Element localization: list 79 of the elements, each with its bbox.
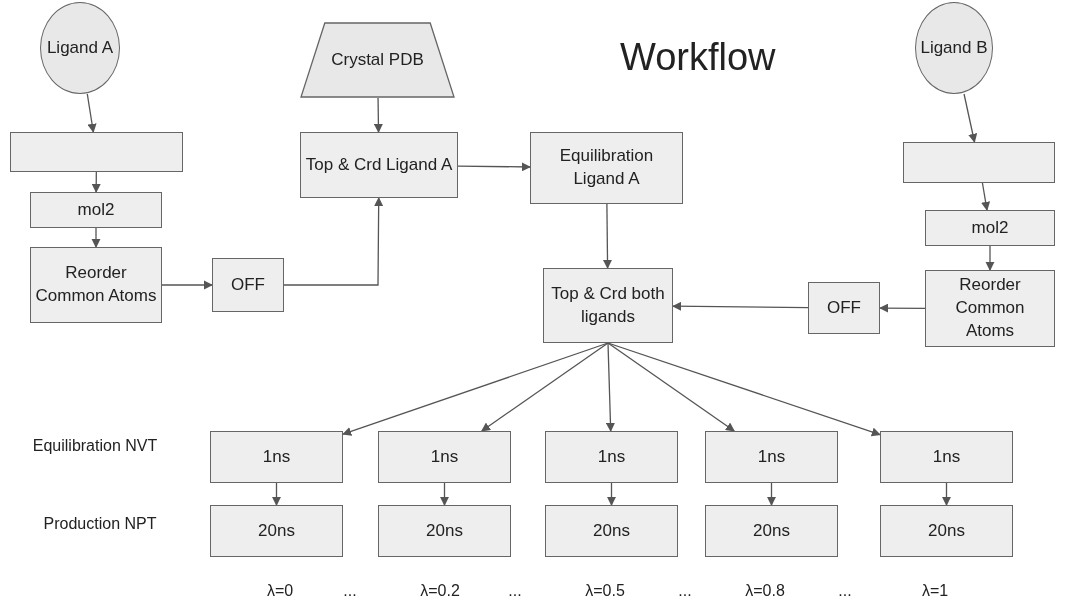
arrow [481,342,609,432]
process-box [705,505,838,557]
process-box [808,282,880,334]
arrow [342,342,609,436]
node-text: Top & Crd Ligand A [304,153,454,176]
node-text: OFF [230,273,266,296]
process-box [210,431,343,483]
node-text: Equilibration Ligand A [558,145,655,190]
row-label: Equilibration NVT [31,437,159,455]
node-text: Ligand B [919,36,989,59]
node-text: 20ns [257,519,296,542]
arrow [91,171,101,193]
node-text: 1ns [596,445,627,468]
arrow [602,203,613,269]
process-box [880,505,1013,557]
process-box [705,431,838,483]
process-box [545,431,678,483]
arrow [91,227,101,248]
arrow [373,97,383,133]
node-text: OFF [826,296,862,319]
lambda-label: ... [677,582,693,600]
arrow [606,482,617,506]
lambda-label: λ=1 [920,582,950,600]
node-text: 20ns [592,519,631,542]
arrow [672,301,809,311]
node-text: mol2 [970,216,1010,239]
process-box [925,210,1055,246]
arrow [607,342,735,432]
arrow [605,342,615,432]
arrow [963,93,978,143]
process-box [10,132,183,172]
process-box [543,268,673,343]
process-box [210,505,343,557]
node-text: 1ns [429,445,460,468]
arrow [86,93,97,133]
node-text: Top & Crd both ligands [550,282,666,328]
input-trapezoid [300,22,455,98]
arrow [439,482,450,506]
lambda-label: λ=0 [265,582,295,600]
lambda-label: λ=0.2 [419,582,461,600]
node-text: Ligand A [45,36,115,59]
arrow [457,162,531,172]
process-box [903,142,1055,183]
process-box [212,258,284,312]
arrow [161,280,213,290]
arrow [985,245,995,271]
lambda-label: λ=0.8 [744,582,786,600]
node-text: 20ns [752,519,791,542]
process-box [378,505,511,557]
arrow [941,482,952,506]
arrow [271,482,282,506]
node-text: mol2 [76,198,116,221]
node-text: 1ns [931,445,962,468]
lambda-label: ... [342,582,358,600]
node-text: 1ns [756,445,787,468]
arrow [607,342,881,437]
node-text: 20ns [425,519,464,542]
lambda-label: ... [507,582,523,600]
process-box [530,132,683,204]
lambda-label: λ=0.5 [584,582,626,600]
process-box [545,505,678,557]
process-box [378,431,511,483]
arrow [766,482,777,506]
diagram-title: Workflow [620,36,776,79]
node-text: Crystal PDB [330,48,425,71]
row-label: Production NPT [42,515,158,533]
process-box [300,132,458,198]
node-text: Reorder Common Atoms [954,274,1026,342]
process-box [30,247,162,323]
node-text: 20ns [927,519,966,542]
arrow [879,303,926,313]
arrow [981,182,991,211]
process-box [925,270,1055,347]
node-text: 1ns [261,445,292,468]
lambda-label: ... [837,582,853,600]
arrow [283,197,384,286]
process-box [880,431,1013,483]
process-box [30,192,162,228]
node-text: Reorder Common Atoms [34,262,158,307]
